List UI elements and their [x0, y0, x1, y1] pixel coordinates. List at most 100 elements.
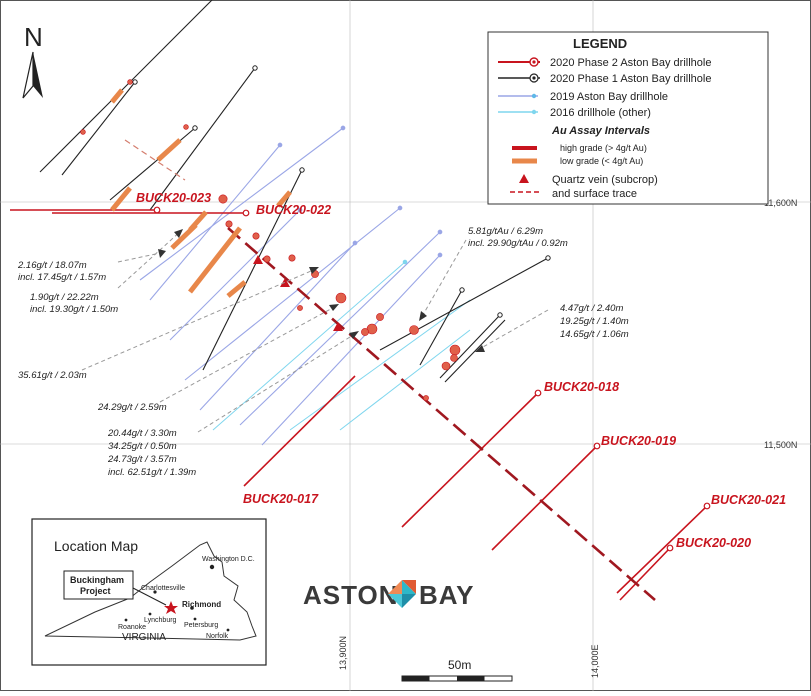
north-arrow-light-half [22, 51, 34, 99]
assay-high-grade-dot [376, 313, 384, 321]
collar-2019 [437, 229, 443, 235]
scale-label: 50m [448, 658, 471, 672]
drillhole-phase1 [419, 289, 463, 366]
assay-high-grade-dot [80, 129, 86, 135]
collar-2019 [277, 142, 283, 148]
collar-buck20-018 [534, 389, 542, 397]
city-petersburg-dot [193, 617, 197, 621]
assay-high-grade-dot [218, 194, 228, 204]
arrowhead [349, 331, 359, 339]
label-buck20-021: BUCK20-021 [711, 493, 786, 507]
assay-leader-arrowheads [158, 229, 485, 352]
assay-low-grade [188, 210, 208, 232]
collar-2019 [352, 240, 358, 246]
drillhole-phase1 [109, 127, 196, 201]
assay-high-grade-dot [409, 325, 419, 335]
assay-label: 14.65g/t / 1.06m [560, 329, 629, 340]
label-buck20-017: BUCK20-017 [243, 492, 319, 506]
collar-2019 [340, 125, 346, 131]
drillhole-phase1 [149, 67, 256, 211]
project-callout-leader [132, 587, 167, 606]
scale-bar: 50m [401, 658, 513, 682]
drillhole-phase1 [61, 81, 136, 176]
drillhole-2019 [169, 209, 301, 341]
city-petersburg-label: Petersburg [184, 622, 218, 629]
assay-label: 4.47g/t / 2.40m [560, 303, 623, 314]
drillhole-buck20-018-trace [401, 392, 539, 528]
legend-swatch-phase1-dot [532, 76, 536, 80]
assay-label: 35.61g/t / 2.03m [18, 370, 87, 381]
logo-text-aston: ASTON [303, 580, 399, 610]
location-map-inset: Location Map Washington D.C. Charlottesv… [31, 518, 267, 666]
project-label-line1: Buckingham [70, 575, 124, 585]
assay-label: incl. 62.51g/t / 1.39m [108, 467, 196, 478]
assay-label: 24.73g/t / 3.57m [107, 454, 177, 465]
assay-label: 1.90g/t / 22.22m [30, 292, 99, 303]
aston-bay-logo: ASTON BAY [303, 580, 475, 610]
north-arrow-dark-half [33, 52, 43, 98]
collar-2019 [437, 252, 443, 258]
assay-label: 19.25g/t / 1.40m [560, 316, 629, 327]
leader-a3 [81, 267, 319, 371]
assay-low-grade [188, 226, 242, 294]
leader-a2 [117, 229, 183, 289]
assay-intervals [110, 88, 292, 298]
drillhole-phase1 [202, 169, 303, 371]
assay-label: 24.29g/t / 2.59m [97, 402, 167, 413]
collar-phase1 [459, 287, 465, 293]
leader-a4 [159, 304, 339, 403]
legend-item-phase1: 2020 Phase 1 Aston Bay drillhole [550, 73, 711, 85]
city-washington-label: Washington D.C. [202, 556, 255, 563]
drillhole-2019 [149, 144, 281, 301]
logo-text-bay: BAY [419, 580, 475, 610]
drillholes-2019 [139, 125, 443, 446]
assay-high-grade-dot [225, 220, 233, 228]
high-grade-intersections [80, 79, 461, 401]
drillhole-phase1 [379, 257, 549, 351]
legend-swatch-2016-dot [531, 109, 537, 115]
collar-phase1 [192, 125, 198, 131]
legend-swatch-2019-dot [531, 93, 537, 99]
scale-bar-segment [457, 676, 485, 681]
drillhole-2016 [289, 299, 471, 431]
city-lynchburg-dot [148, 612, 152, 616]
collar-2019 [297, 207, 303, 213]
north-arrow: N [22, 22, 43, 99]
assay-high-grade-dot [441, 361, 451, 371]
assay-label: incl. 17.45g/t / 1.57m [18, 272, 106, 283]
vein-subcrop-marker [253, 255, 263, 264]
legend-swatch-quartz-vein [519, 174, 529, 183]
vein-subcrop-marker [333, 322, 343, 331]
city-norfolk-dot [226, 628, 230, 632]
grid-label-14000e: 14,000E [590, 644, 600, 678]
legend-assay-title: Au Assay Intervals [551, 125, 650, 137]
legend-title: LEGEND [573, 36, 627, 51]
collar-buck20-021 [703, 502, 711, 510]
drillhole-2019 [184, 207, 401, 381]
arrowhead [174, 229, 183, 238]
drillhole-buck20-019-trace [491, 445, 598, 551]
collar-2016 [402, 259, 408, 265]
collar-phase1 [132, 79, 138, 85]
assay-label: 5.81g/tAu / 6.29m [468, 226, 543, 237]
vein-trace-main [227, 227, 656, 601]
grid-label-11600n: 11,600N [764, 198, 797, 208]
drillhole-2019 [261, 254, 441, 446]
assay-high-grade-dot [450, 354, 458, 362]
city-roanoke-dot [124, 618, 128, 622]
legend-item-surface-trace: and surface trace [552, 188, 637, 200]
collar-phase1 [545, 255, 551, 261]
leader-a5 [197, 331, 359, 433]
arrowhead [158, 249, 166, 258]
collar-phase1 [252, 65, 258, 71]
label-buck20-020: BUCK20-020 [676, 536, 751, 550]
assay-label: 2.16g/t / 18.07m [17, 260, 87, 271]
assay-low-grade [110, 88, 124, 104]
drillhole-phase1 [444, 319, 506, 383]
assay-high-grade-dot [288, 254, 296, 262]
legend-swatch-phase2-dot [532, 60, 536, 64]
collar-phase1 [299, 167, 305, 173]
leader-a6 [419, 239, 467, 321]
collar-buck20-020 [666, 544, 674, 552]
